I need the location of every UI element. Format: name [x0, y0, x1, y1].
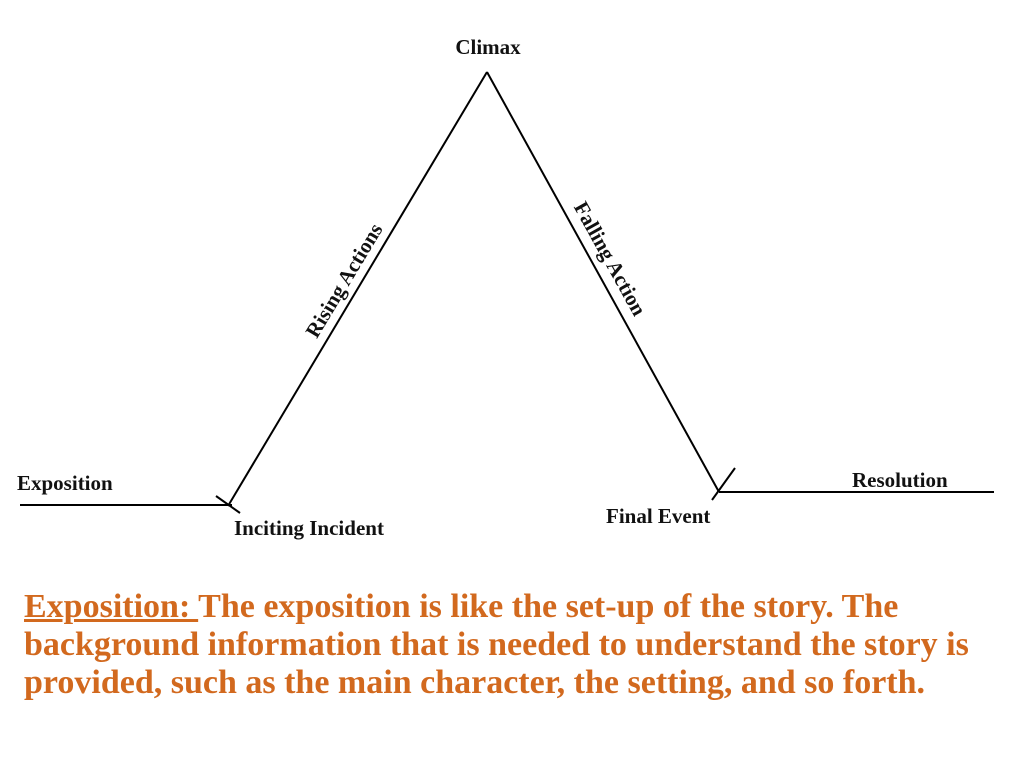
caption-text: The exposition is like the set-up of the… — [24, 588, 969, 701]
final-event-label: Final Event — [606, 504, 710, 528]
inciting-incident-tick — [215, 495, 241, 514]
final-event-tick — [711, 467, 736, 501]
rising-action-line — [227, 71, 488, 507]
exposition-description: Exposition: The exposition is like the s… — [24, 588, 1004, 702]
falling-action-line — [486, 71, 720, 493]
exposition-label: Exposition — [17, 471, 113, 495]
falling-action-label: Falling Action — [569, 197, 652, 320]
inciting-incident-label: Inciting Incident — [234, 516, 384, 540]
caption-term: Exposition: — [24, 588, 199, 625]
plot-structure-diagram: Climax Rising Actions Falling Action Exp… — [17, 35, 994, 540]
rising-actions-label: Rising Actions — [301, 219, 388, 342]
climax-label: Climax — [455, 35, 521, 59]
resolution-label: Resolution — [852, 468, 948, 492]
